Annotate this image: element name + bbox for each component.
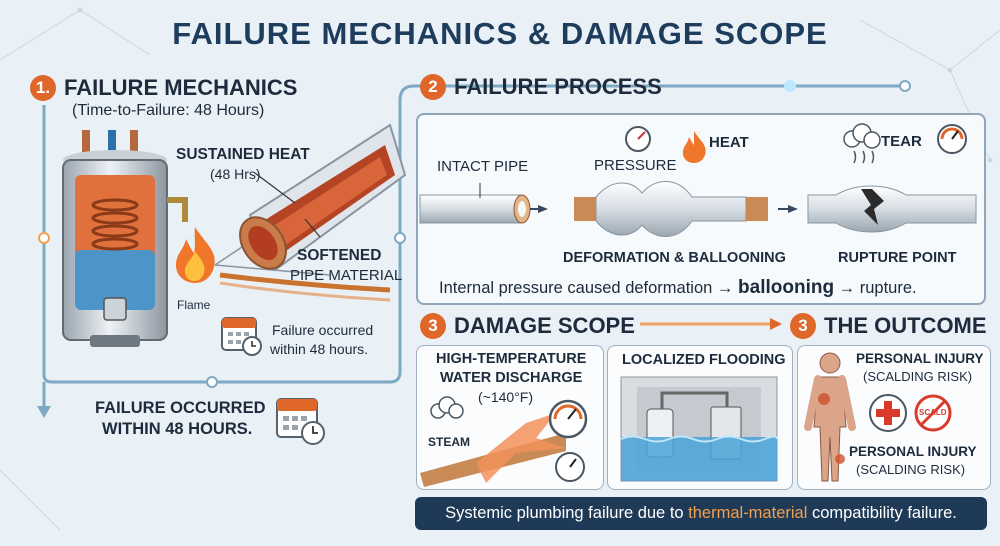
calendar-icon xyxy=(276,398,325,445)
calendar-note-line1: Failure occurred xyxy=(272,322,374,338)
section2-number: 2 xyxy=(420,74,446,100)
section2-header: 2 FAILURE PROCESS xyxy=(420,74,662,100)
outcome-heading: THE OUTCOME xyxy=(824,313,987,338)
calendar-note-line2: within 48 hours. xyxy=(270,341,369,357)
caption-arrow-1: → xyxy=(716,279,734,297)
bottom-note-line2: WITHIN 48 HOURS. xyxy=(102,420,253,438)
caption-part-a: Internal pressure caused deformation xyxy=(439,279,713,297)
steam-cloud-icon xyxy=(430,396,464,419)
section1-heading: FAILURE MECHANICS xyxy=(64,75,298,100)
outcome-number: 3 xyxy=(790,313,816,339)
section1-subheading: (Time-to-Failure: 48 Hours) xyxy=(72,102,265,119)
summary-highlight: thermal-material xyxy=(688,504,808,522)
summary-post: compatibility failure. xyxy=(807,504,957,522)
discharge-line2: WATER DISCHARGE xyxy=(440,370,583,386)
intact-pipe-label: INTACT PIPE xyxy=(437,158,529,175)
sustained-heat-label: SUSTAINED HEAT xyxy=(176,146,310,163)
section3-heading: DAMAGE SCOPE xyxy=(454,313,635,338)
bottom-note-line1: FAILURE OCCURRED xyxy=(95,399,266,417)
injury-sub-1: (SCALDING RISK) xyxy=(863,369,973,384)
section1-number: 1. xyxy=(30,75,56,101)
process-caption: Internal pressure caused deformation → b… xyxy=(439,277,917,299)
summary-pre: Systemic plumbing failure due to xyxy=(445,504,689,522)
outcome-header: 3 THE OUTCOME xyxy=(790,313,987,339)
pipe-cross-section xyxy=(214,123,407,302)
discharge-temperature: (~140°F) xyxy=(478,389,534,405)
flooded-room-illustration xyxy=(620,376,778,482)
steam-label: STEAM xyxy=(428,435,470,449)
tear-label: TEAR xyxy=(881,133,922,150)
injury-label-1: PERSONAL INJURY xyxy=(856,351,984,366)
no-scald-icon xyxy=(914,394,952,432)
deformation-label: DEFORMATION & BALLOONING xyxy=(563,250,786,266)
scald-label: SCALD xyxy=(919,408,947,417)
sustained-heat-duration: (48 Hrs) xyxy=(210,166,261,182)
water-heater-icon xyxy=(62,130,188,347)
flame-label: Flame xyxy=(177,298,211,312)
section1-header: 1. FAILURE MECHANICS xyxy=(30,75,297,101)
gauge-icon xyxy=(548,399,588,439)
section3-header: 3 DAMAGE SCOPE xyxy=(420,313,635,339)
failure-process-illustration xyxy=(419,123,977,237)
gauge-icon xyxy=(555,452,585,482)
section3-number: 3 xyxy=(420,313,446,339)
pressure-label: PRESSURE xyxy=(594,157,677,174)
caption-part-b: ballooning xyxy=(738,277,835,298)
fire-icon xyxy=(175,227,215,283)
summary-banner: Systemic plumbing failure due to thermal… xyxy=(415,497,987,530)
injury-label-2: PERSONAL INJURY xyxy=(849,444,977,459)
section2-heading: FAILURE PROCESS xyxy=(454,74,662,99)
heat-label: HEAT xyxy=(709,134,749,151)
flooding-label: LOCALIZED FLOODING xyxy=(622,352,786,368)
page-title: FAILURE MECHANICS & DAMAGE SCOPE xyxy=(172,16,828,51)
caption-part-c: rupture. xyxy=(859,279,917,297)
discharge-line1: HIGH-TEMPERATURE xyxy=(436,351,587,367)
pipe-material-label: PIPE MATERIAL xyxy=(290,267,403,284)
calendar-icon xyxy=(221,317,262,356)
softened-label: SOFTENED xyxy=(297,247,382,264)
water-discharge-illustration xyxy=(420,396,588,487)
person-injury-illustration xyxy=(804,352,856,482)
first-aid-icon xyxy=(869,394,907,432)
rupture-point-label: RUPTURE POINT xyxy=(838,250,957,266)
injury-sub-2: (SCALDING RISK) xyxy=(856,462,966,477)
caption-arrow-2: → xyxy=(838,279,856,297)
